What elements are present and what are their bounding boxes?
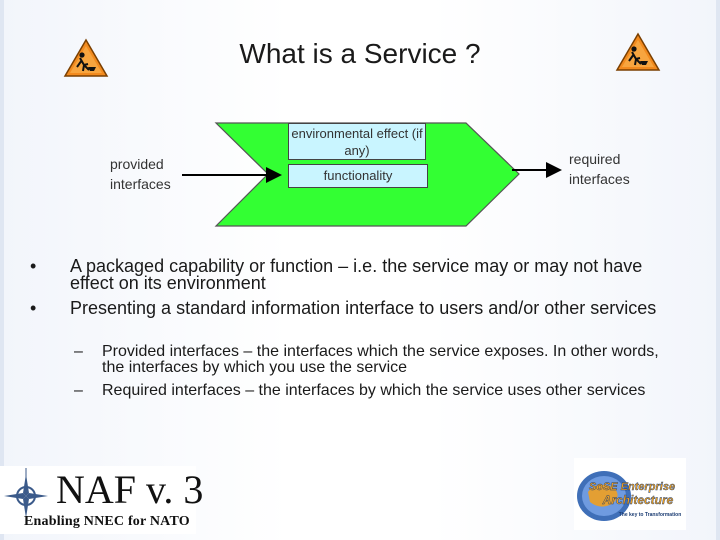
bullet-item: • Presenting a standard information inte… bbox=[30, 298, 657, 318]
sose-architecture-logo: SoSE Enterprise Architecture The key to … bbox=[574, 458, 686, 530]
slide-edge-right bbox=[716, 0, 720, 540]
slide-title: What is a Service ? bbox=[239, 38, 481, 69]
environmental-effect-box: environmental effect (if any) bbox=[288, 123, 426, 160]
naf-logo-title: NAF v. 3 bbox=[56, 467, 204, 512]
compass-rose-icon bbox=[4, 468, 48, 518]
sos-logo-tagline: The key to Transformation bbox=[619, 512, 682, 518]
sub-bullet-item: – Required interfaces – the interfaces b… bbox=[74, 382, 646, 399]
sub-bullet-item: – Provided interfaces – the interfaces w… bbox=[74, 343, 659, 376]
sub-bullet-dash: – bbox=[74, 343, 83, 360]
required-interfaces-label: required interfaces bbox=[569, 151, 630, 187]
warning-sign-icon bbox=[63, 38, 109, 78]
bullet-item: • A packaged capability or function – i.… bbox=[30, 256, 643, 293]
naf-logo-subtitle: Enabling NNEC for NATO bbox=[24, 514, 190, 529]
sub-bullet-dash: – bbox=[74, 382, 83, 399]
bullet-dot: • bbox=[30, 298, 37, 318]
provided-interfaces-label: provided interfaces bbox=[110, 156, 171, 192]
naf-logo: NAF v. 3 Enabling NNEC for NATO bbox=[0, 466, 203, 534]
warning-sign-icon bbox=[615, 32, 661, 72]
sos-logo-line1: SoSE Enterprise bbox=[589, 481, 675, 493]
sos-logo-line2: Architecture bbox=[602, 493, 674, 507]
functionality-box: functionality bbox=[288, 164, 428, 188]
slide-edge-left bbox=[0, 0, 4, 540]
bullet-dot: • bbox=[30, 256, 37, 276]
